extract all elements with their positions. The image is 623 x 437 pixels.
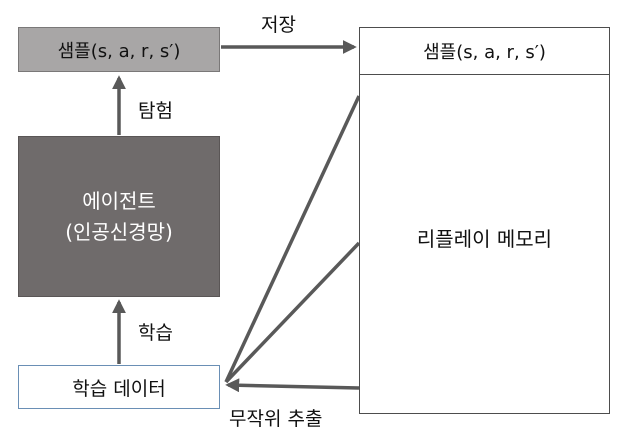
replay-memory-title: 리플레이 메모리	[416, 227, 553, 251]
agent-name: 에이전트	[82, 188, 156, 213]
extract-line-top	[224, 95, 361, 383]
sample-box-left: 샘플(s, a, r, s′)	[18, 27, 220, 72]
explore-label: 탐험	[138, 100, 173, 122]
train-data-box: 학습 데이터	[18, 365, 220, 409]
replay-sample-label: 샘플(s, a, r, s′)	[423, 42, 546, 63]
replay-memory-box: 샘플(s, a, r, s′) 리플레이 메모리	[359, 27, 610, 414]
extract-line-mid	[224, 241, 361, 384]
random-extract-label: 무작위 추출	[229, 408, 323, 430]
agent-subtitle: (인공신경망)	[65, 219, 173, 244]
store-label: 저장	[261, 14, 296, 36]
replay-memory-sample-row: 샘플(s, a, r, s′)	[360, 28, 609, 75]
train-data-label: 학습 데이터	[72, 377, 166, 400]
learn-label: 학습	[138, 322, 173, 344]
sample-left-label: 샘플(s, a, r, s′)	[57, 40, 181, 62]
extract-arrow-bottom	[225, 378, 360, 393]
agent-box: 에이전트 (인공신경망)	[18, 136, 220, 297]
